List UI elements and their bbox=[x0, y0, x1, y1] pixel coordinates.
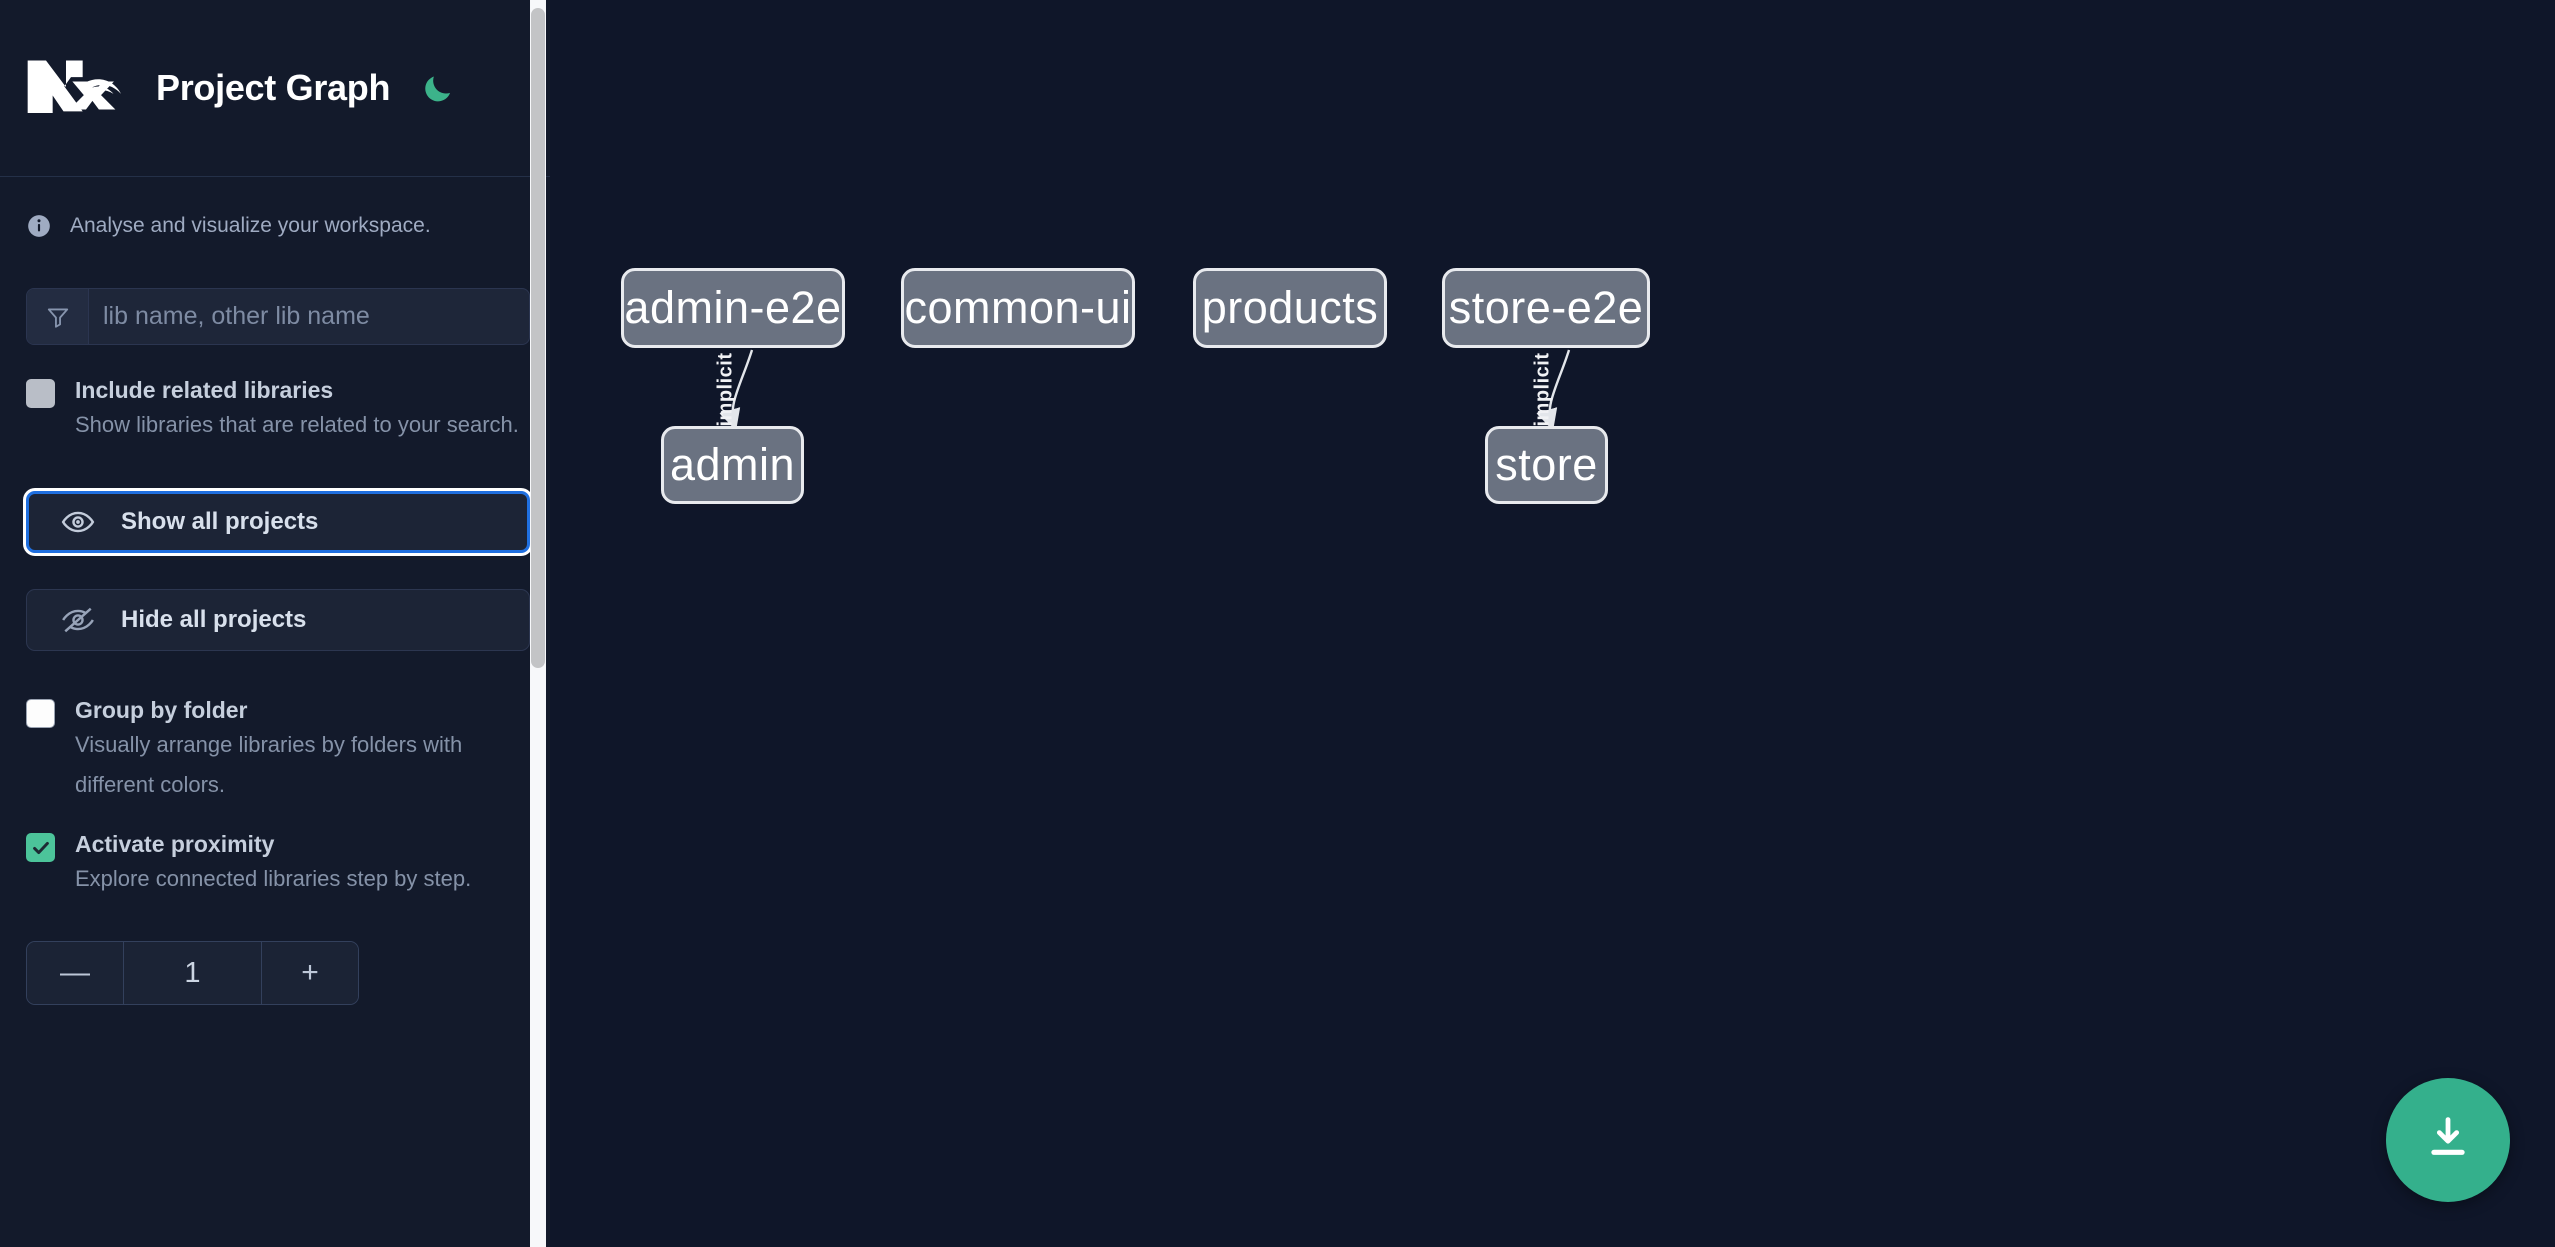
activate-proximity-checkbox[interactable] bbox=[26, 833, 55, 862]
activate-proximity-label: Activate proximity bbox=[75, 831, 275, 857]
option-activate-proximity[interactable]: Activate proximity Explore connected lib… bbox=[0, 829, 556, 899]
search-box[interactable] bbox=[26, 288, 530, 345]
tagline-row: Analyse and visualize your workspace. bbox=[0, 177, 556, 241]
hide-all-projects-label: Hide all projects bbox=[121, 606, 307, 633]
page-title: Project Graph bbox=[156, 67, 391, 108]
graph-node-admin[interactable]: admin bbox=[661, 426, 804, 504]
edge-label-admin-implicit: implicit bbox=[714, 352, 737, 427]
sidebar-edge bbox=[550, 0, 556, 1247]
sidebar-scrollbar-track[interactable] bbox=[530, 0, 546, 1247]
sidebar-scrollbar-thumb[interactable] bbox=[531, 8, 545, 668]
search-input[interactable] bbox=[89, 289, 529, 344]
graph-node-store[interactable]: store bbox=[1485, 426, 1608, 504]
include-related-libraries-label: Include related libraries bbox=[75, 377, 334, 403]
show-all-projects-label: Show all projects bbox=[121, 508, 319, 535]
info-circle-icon bbox=[26, 213, 52, 239]
moon-icon[interactable] bbox=[418, 68, 458, 108]
group-by-folder-checkbox[interactable] bbox=[26, 699, 55, 728]
proximity-stepper: — 1 + bbox=[26, 941, 359, 1005]
proximity-value: 1 bbox=[124, 942, 261, 1004]
download-button[interactable] bbox=[2386, 1078, 2510, 1202]
proximity-stepper-wrap: — 1 + bbox=[0, 941, 556, 1005]
graph-node-store-e2e[interactable]: store-e2e bbox=[1442, 268, 1650, 348]
graph-canvas[interactable]: admin-e2e common-ui products store-e2e a… bbox=[556, 0, 2555, 1247]
search-section bbox=[0, 241, 556, 345]
group-by-folder-label: Group by folder bbox=[75, 697, 248, 723]
graph-node-admin-e2e[interactable]: admin-e2e bbox=[621, 268, 845, 348]
option-group-by-folder[interactable]: Group by folder Visually arrange librari… bbox=[0, 695, 556, 805]
graph-edges bbox=[719, 349, 1571, 431]
edge-store-e2e-store bbox=[1536, 349, 1571, 431]
include-related-libraries-description: Show libraries that are related to your … bbox=[75, 412, 519, 437]
graph-node-products[interactable]: products bbox=[1193, 268, 1387, 348]
edge-label-store-implicit: implicit bbox=[1531, 352, 1554, 427]
show-all-projects-button[interactable]: Show all projects bbox=[26, 491, 530, 553]
hide-all-projects-button[interactable]: Hide all projects bbox=[26, 589, 530, 651]
nx-logo bbox=[26, 57, 126, 119]
sidebar-header: Project Graph bbox=[0, 0, 556, 177]
edge-admin-e2e-admin bbox=[719, 349, 754, 431]
check-icon bbox=[32, 841, 49, 854]
group-by-folder-description: Visually arrange libraries by folders wi… bbox=[75, 732, 463, 797]
tagline-text: Analyse and visualize your workspace. bbox=[70, 214, 431, 237]
visibility-buttons: Show all projects Hide all projects bbox=[0, 491, 556, 651]
sidebar: Project Graph Analyse and visualize yo bbox=[0, 0, 556, 1247]
proximity-decrement-button[interactable]: — bbox=[27, 942, 124, 1004]
option-include-related-libraries[interactable]: Include related libraries Show libraries… bbox=[0, 375, 556, 445]
eye-slash-icon bbox=[61, 607, 95, 633]
eye-icon bbox=[61, 509, 95, 535]
funnel-icon bbox=[27, 289, 89, 344]
activate-proximity-description: Explore connected libraries step by step… bbox=[75, 866, 472, 891]
include-related-libraries-checkbox[interactable] bbox=[26, 379, 55, 408]
download-icon bbox=[2422, 1112, 2474, 1169]
proximity-increment-button[interactable]: + bbox=[261, 942, 358, 1004]
graph-node-common-ui[interactable]: common-ui bbox=[901, 268, 1135, 348]
